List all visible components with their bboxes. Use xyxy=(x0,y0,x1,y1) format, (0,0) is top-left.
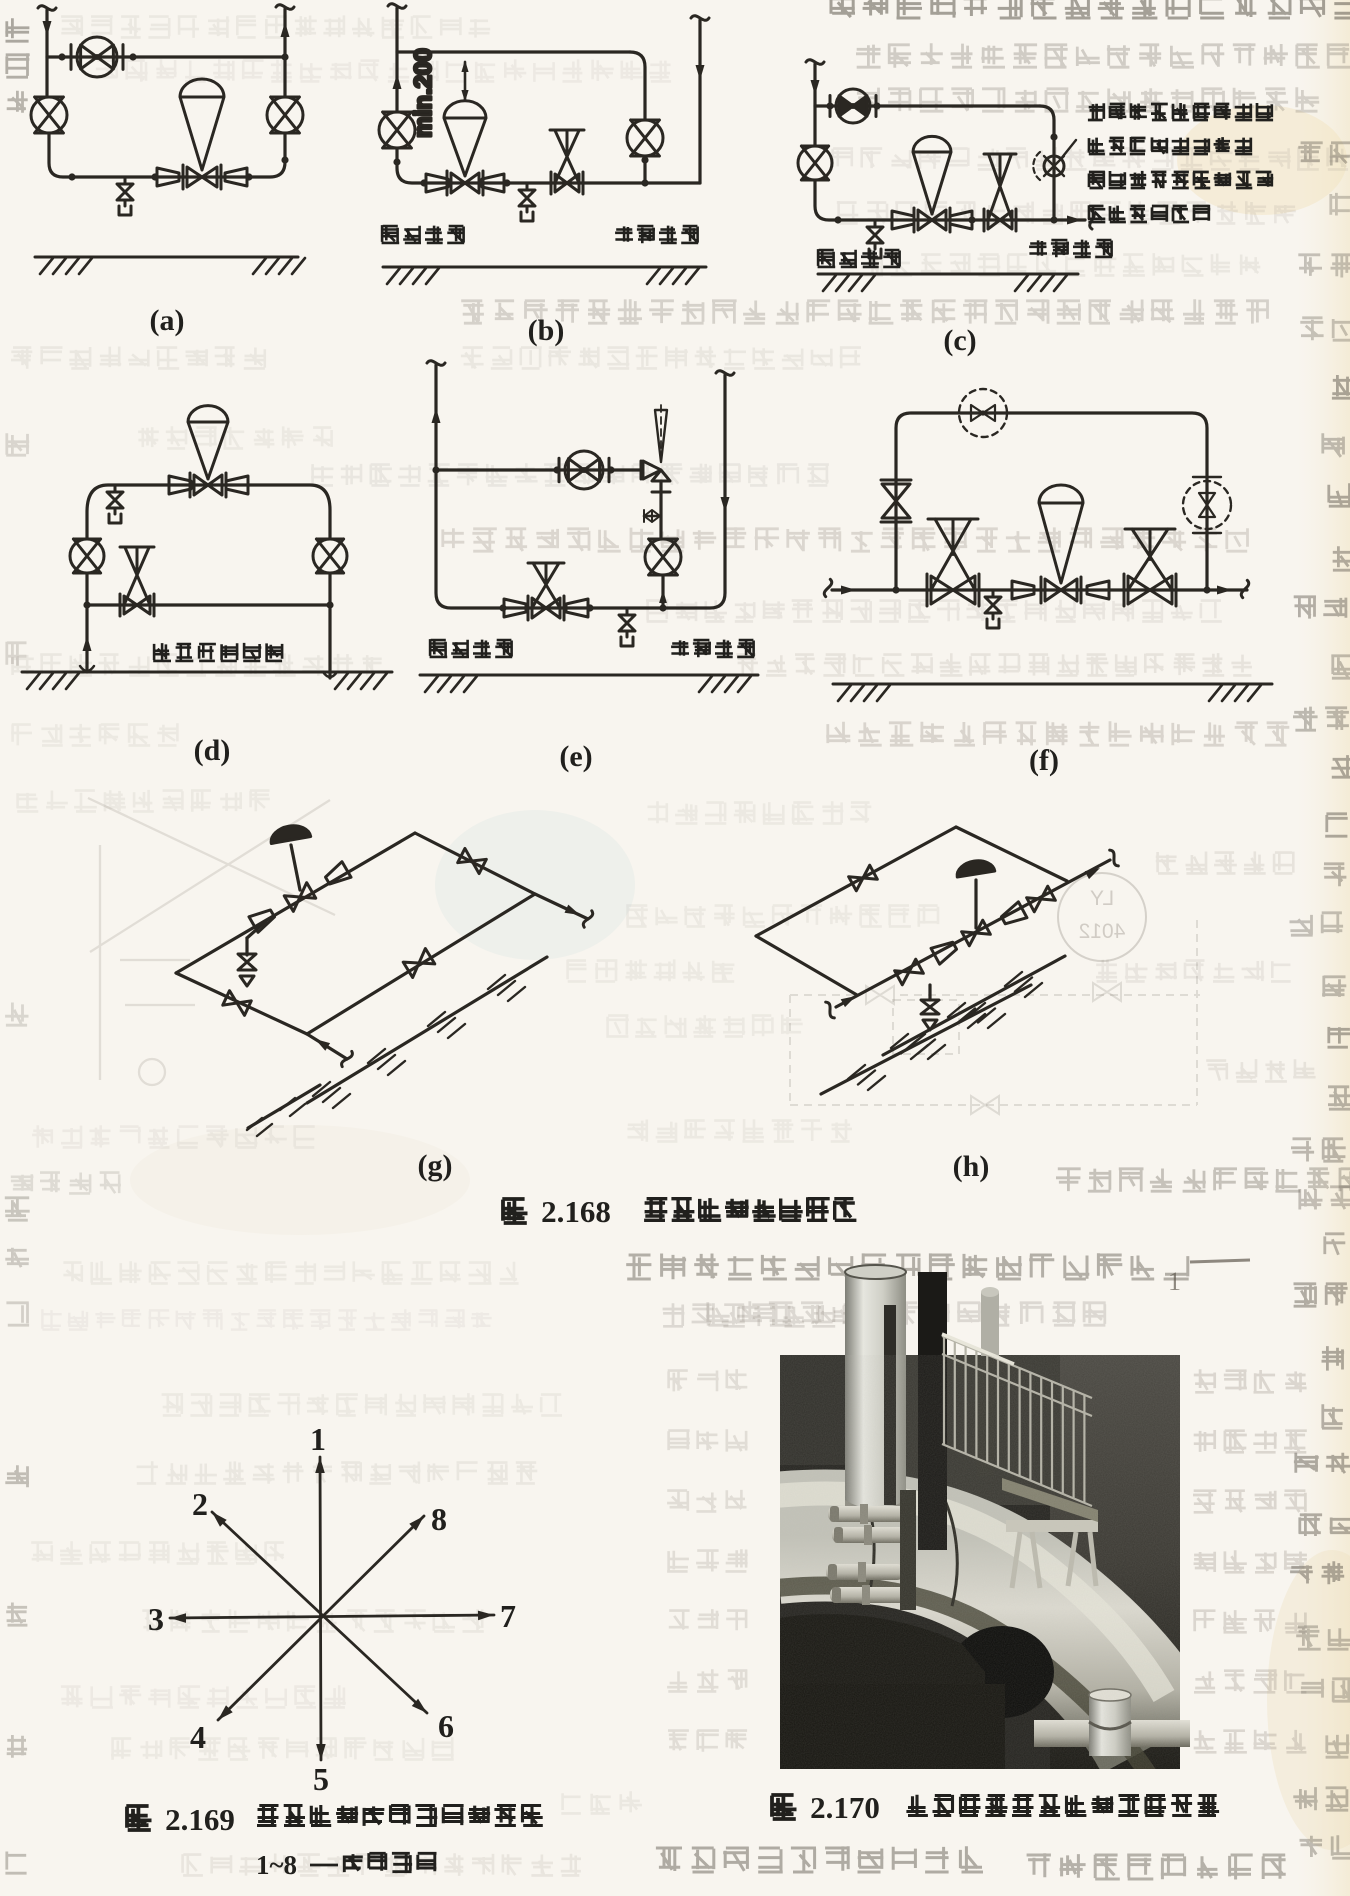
svg-text:3: 3 xyxy=(148,1601,164,1637)
svg-text:(d): (d) xyxy=(194,734,231,767)
svg-text:2.168: 2.168 xyxy=(541,1194,611,1229)
svg-text:(f): (f) xyxy=(1029,744,1059,777)
svg-text:6: 6 xyxy=(438,1708,454,1744)
svg-text:(h): (h) xyxy=(953,1150,990,1183)
svg-text:(g): (g) xyxy=(418,1149,453,1182)
svg-text:4012: 4012 xyxy=(1079,920,1126,943)
svg-text:(b): (b) xyxy=(528,314,565,347)
svg-text:(c): (c) xyxy=(943,324,976,357)
svg-text:(e): (e) xyxy=(559,740,592,773)
svg-text:1: 1 xyxy=(1168,1267,1181,1296)
svg-text:8: 8 xyxy=(431,1501,447,1537)
svg-text:min.200: min.200 xyxy=(410,48,437,137)
svg-text:5: 5 xyxy=(313,1761,329,1797)
svg-text:2.170: 2.170 xyxy=(810,1790,880,1825)
svg-text:2.169: 2.169 xyxy=(165,1802,235,1837)
svg-text:1~8: 1~8 xyxy=(256,1850,297,1880)
svg-text:4: 4 xyxy=(190,1719,206,1755)
svg-text:(a): (a) xyxy=(150,304,185,337)
svg-text:7: 7 xyxy=(500,1598,516,1634)
svg-text:2: 2 xyxy=(192,1486,208,1522)
svg-text:LY: LY xyxy=(1090,887,1114,910)
svg-text:1: 1 xyxy=(310,1421,326,1457)
